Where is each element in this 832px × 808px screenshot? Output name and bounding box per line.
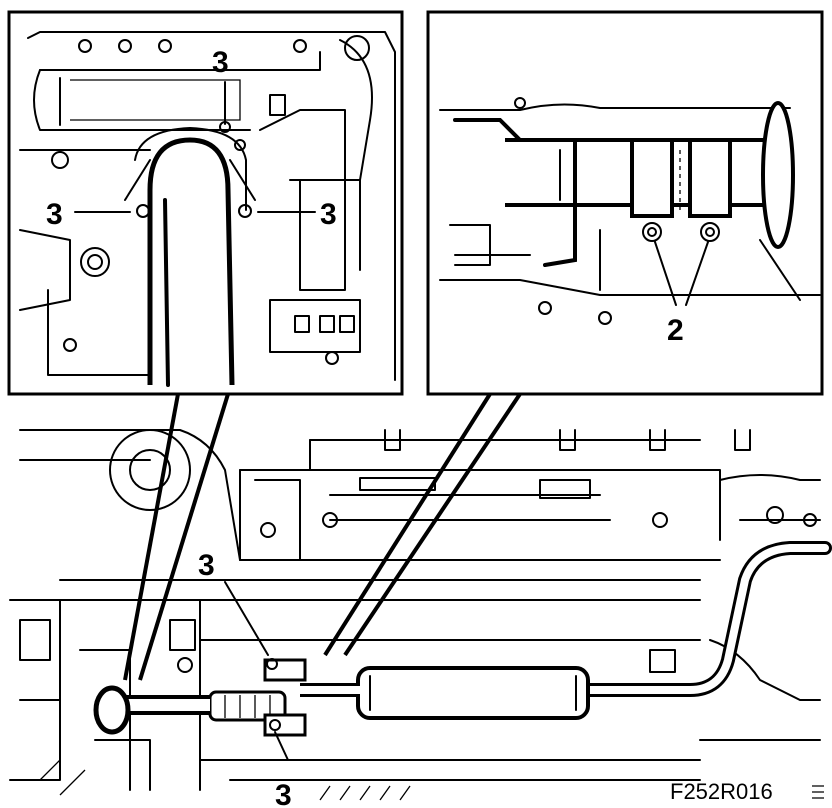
figure-code-mark [812,785,824,799]
detail-panel-left: 3 3 3 [7,10,404,396]
detail-panel-right: 2 [426,10,824,396]
callout-main-lower: 3 [275,779,292,808]
figure-code: F252R016 [670,779,773,804]
zoom-connectors [123,392,522,681]
callout-right-detail-bottom: 2 [667,314,684,347]
callout-left-detail-top: 3 [212,46,229,79]
callout-main-upper: 3 [198,549,215,582]
callout-left-detail-right: 3 [320,198,337,231]
callout-left-detail-left: 3 [46,198,63,231]
main-underbody-view: 3 3 [9,429,832,808]
